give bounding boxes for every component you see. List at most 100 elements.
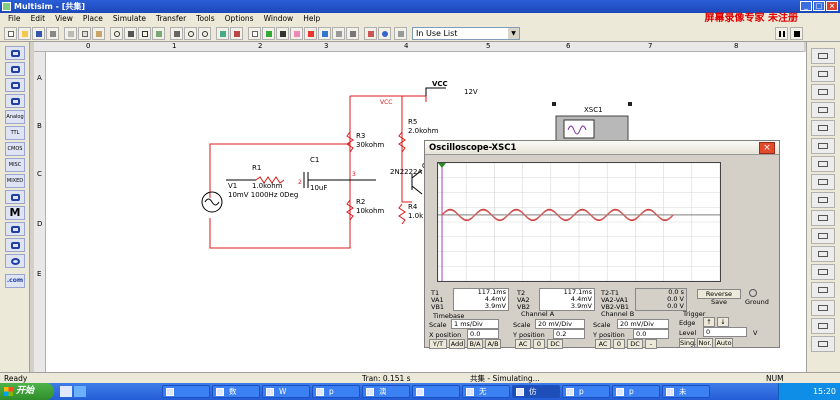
menu-help[interactable]: Help xyxy=(303,14,321,23)
print-icon[interactable] xyxy=(46,27,59,40)
indicator-parts-icon[interactable] xyxy=(5,190,25,204)
oscilloscope-window[interactable]: Oscilloscope-XSC1 × T1 VA1 VB1 117.1ms 4… xyxy=(424,140,780,349)
wattmeter-icon[interactable] xyxy=(811,84,835,100)
logic-converter-icon[interactable] xyxy=(811,210,835,226)
cmos-parts-button[interactable]: CMOS xyxy=(5,142,25,156)
component-icon[interactable] xyxy=(152,27,165,40)
task-button[interactable]: p xyxy=(612,385,660,398)
cut-icon[interactable] xyxy=(64,27,77,40)
zoom-fit-icon[interactable] xyxy=(230,27,243,40)
electromechanical-icon[interactable] xyxy=(5,238,25,252)
menu-file[interactable]: File xyxy=(8,14,21,23)
task-button[interactable]: W xyxy=(262,385,310,398)
four-channel-scope-icon[interactable] xyxy=(811,120,835,136)
oscilloscope-titlebar[interactable]: Oscilloscope-XSC1 xyxy=(425,141,779,155)
place-bus-icon[interactable] xyxy=(5,254,25,268)
ie-icon[interactable] xyxy=(74,386,86,397)
postprocessor-icon[interactable] xyxy=(304,27,317,40)
menu-transfer[interactable]: Transfer xyxy=(156,14,187,23)
tektronix-scope-icon[interactable] xyxy=(811,318,835,334)
zoom-area-icon[interactable] xyxy=(216,27,229,40)
x-position-field[interactable]: 0.0 xyxy=(467,329,499,339)
timebase-scale-field[interactable]: 1 ms/Div xyxy=(451,319,499,329)
zoom-out-icon[interactable] xyxy=(198,27,211,40)
back-annotate-icon[interactable] xyxy=(346,27,359,40)
save-button[interactable]: Save xyxy=(711,298,727,306)
distortion-analyzer-icon[interactable] xyxy=(811,246,835,262)
channel-b-zero-button[interactable]: 0 xyxy=(613,339,625,349)
misc-parts-button[interactable]: MISC xyxy=(5,158,25,172)
channel-b-minus-button[interactable]: - xyxy=(645,339,657,349)
web-link-button[interactable]: .com xyxy=(5,274,25,288)
fullscreen-icon[interactable] xyxy=(138,27,151,40)
close-button[interactable]: × xyxy=(826,1,838,11)
show-desktop-icon[interactable] xyxy=(60,386,72,397)
task-button[interactable]: p xyxy=(312,385,360,398)
menu-place[interactable]: Place xyxy=(82,14,103,23)
function-generator-icon[interactable] xyxy=(811,66,835,82)
channel-b-ac-button[interactable]: AC xyxy=(595,339,611,349)
channel-a-scale-field[interactable]: 20 mV/Div xyxy=(535,319,585,329)
agilent-instrument-icon[interactable] xyxy=(811,300,835,316)
menu-edit[interactable]: Edit xyxy=(30,14,46,23)
stop-icon[interactable] xyxy=(790,27,803,40)
open-folder-icon[interactable] xyxy=(18,27,31,40)
selection-handle[interactable] xyxy=(552,102,556,106)
mixed-parts-button[interactable]: MIXED xyxy=(5,174,25,188)
current-probe-icon[interactable] xyxy=(811,336,835,352)
single-trigger-button[interactable]: Sing. xyxy=(679,338,697,348)
in-use-list-dropdown[interactable]: In Use List ▼ xyxy=(412,27,520,40)
maximize-button[interactable]: □ xyxy=(813,1,825,11)
task-button[interactable]: 无 xyxy=(462,385,510,398)
channel-a-ypos-field[interactable]: 0.2 xyxy=(553,329,585,339)
ultiboard-icon[interactable] xyxy=(364,27,377,40)
grid-icon[interactable] xyxy=(170,27,183,40)
trigger-level-field[interactable]: 0 xyxy=(703,327,747,337)
probe-icon[interactable] xyxy=(394,27,407,40)
transistor-parts-icon[interactable] xyxy=(5,94,25,108)
normal-trigger-button[interactable]: Nor. xyxy=(697,338,713,348)
bode-plotter-icon[interactable] xyxy=(811,138,835,154)
zoom-in-icon[interactable] xyxy=(184,27,197,40)
task-button[interactable]: p xyxy=(562,385,610,398)
selection-handle[interactable] xyxy=(628,102,632,106)
spectrum-analyzer-icon[interactable] xyxy=(811,264,835,280)
channel-a-ac-button[interactable]: AC xyxy=(515,339,531,349)
menu-simulate[interactable]: Simulate xyxy=(112,14,146,23)
grapher-icon[interactable] xyxy=(290,27,303,40)
task-button-active[interactable]: 仿 xyxy=(512,385,560,398)
help-icon[interactable] xyxy=(378,27,391,40)
task-button[interactable]: 未 xyxy=(662,385,710,398)
yt-mode-button[interactable]: Y/T xyxy=(429,339,447,349)
paste-icon[interactable] xyxy=(92,27,105,40)
start-button[interactable]: 开始 xyxy=(0,383,54,400)
task-button[interactable] xyxy=(412,385,460,398)
menu-tools[interactable]: Tools xyxy=(196,14,215,23)
frequency-counter-icon[interactable] xyxy=(811,156,835,172)
auto-trigger-button[interactable]: Auto xyxy=(715,338,733,348)
word-generator-icon[interactable] xyxy=(811,174,835,190)
menu-options[interactable]: Options xyxy=(224,14,254,23)
misc-digital-button[interactable]: M xyxy=(5,206,25,220)
iv-analyzer-icon[interactable] xyxy=(811,228,835,244)
chevron-down-icon[interactable]: ▼ xyxy=(508,28,519,39)
database-icon[interactable] xyxy=(248,27,261,40)
copy-icon[interactable] xyxy=(78,27,91,40)
minimize-button[interactable]: _ xyxy=(800,1,812,11)
analog-parts-button[interactable]: Analog xyxy=(5,110,25,124)
rotate-icon[interactable] xyxy=(110,27,123,40)
channel-a-dc-button[interactable]: DC xyxy=(547,339,563,349)
ttl-parts-button[interactable]: TTL xyxy=(5,126,25,140)
rising-edge-icon[interactable]: ↑ xyxy=(703,317,715,327)
channel-a-zero-button[interactable]: 0 xyxy=(533,339,545,349)
task-button[interactable]: 演 xyxy=(362,385,410,398)
basic-parts-icon[interactable] xyxy=(5,62,25,76)
spreadsheet-icon[interactable] xyxy=(276,27,289,40)
electrical-rules-icon[interactable] xyxy=(318,27,331,40)
diode-parts-icon[interactable] xyxy=(5,78,25,92)
add-mode-button[interactable]: Add xyxy=(449,339,465,349)
source-parts-icon[interactable] xyxy=(5,46,25,60)
hierarchy-icon[interactable] xyxy=(262,27,275,40)
reverse-button[interactable]: Reverse xyxy=(697,289,741,299)
ground-icon[interactable] xyxy=(749,289,757,297)
